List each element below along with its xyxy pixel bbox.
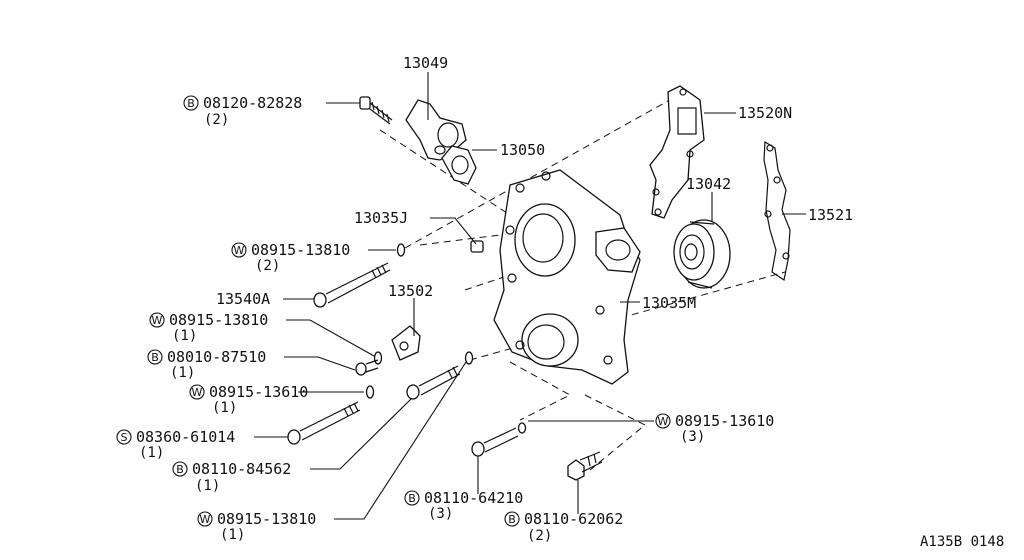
tensioner-pulley-13042 — [673, 219, 731, 289]
fastener-number: 08120-82828 — [203, 94, 302, 112]
fastener-number: 08110-62062 — [524, 510, 623, 528]
prefix-symbol: B — [151, 351, 159, 364]
prefix-symbol: B — [408, 492, 416, 505]
prefix-symbol: B — [176, 463, 184, 476]
label-13050: 13050 — [500, 141, 545, 159]
fastener-number: 08915-13610 — [209, 383, 308, 401]
timing-cover-13035M — [493, 169, 641, 385]
fastener-qty: (2) — [255, 258, 280, 274]
fastener-callout: W 08915-13810 (1) — [197, 510, 316, 543]
fastener-callout: W 08915-13810 (2) — [231, 241, 350, 274]
dowel-13035J — [470, 240, 484, 253]
fastener-callout: W 08915-13610 (3) — [655, 412, 774, 445]
fastener-callout: B 08110-62062 (2) — [504, 510, 623, 544]
label-13540A: 13540A — [216, 290, 270, 308]
stud-08360-61014 — [287, 401, 361, 445]
fastener-qty: (1) — [212, 400, 237, 416]
fastener-qty: (1) — [172, 328, 197, 344]
fastener-callout: B 08110-64210 (3) — [404, 489, 523, 522]
label-13520N: 13520N — [738, 104, 792, 122]
fastener-qty: (1) — [195, 478, 220, 494]
fastener-callout: B 08120-82828 (2) — [183, 94, 302, 128]
fastener-number: 08010-87510 — [167, 348, 266, 366]
gasket-13050 — [441, 145, 477, 185]
fastener-callout: W 08915-13610 (1) — [189, 383, 308, 416]
fastener-qty: (1) — [220, 527, 245, 543]
leader-lines — [254, 72, 806, 520]
label-13502: 13502 — [388, 282, 433, 300]
label-13042: 13042 — [686, 175, 731, 193]
bolt-08110-62062 — [567, 451, 603, 481]
bolt-08110-64210 — [471, 427, 519, 457]
fastener-callout: S 08360-61014 (1) — [116, 428, 235, 461]
fastener-qty: (3) — [428, 506, 453, 522]
fastener-qty: (2) — [527, 528, 552, 544]
fastener-callout: B 08010-87510 (1) — [147, 348, 266, 381]
fastener-number: 08915-13610 — [675, 412, 774, 430]
fastener-callout: W 08915-13810 (1) — [149, 311, 268, 344]
prefix-symbol: S — [121, 431, 128, 444]
label-13521: 13521 — [808, 206, 853, 224]
bolt-08120-82828 — [359, 96, 393, 125]
water-outlet-13049 — [405, 99, 467, 161]
fastener-qty: (1) — [139, 445, 164, 461]
diagram-reference-code: A135B 0148 — [920, 534, 1004, 550]
fastener-qty: (3) — [680, 429, 705, 445]
fastener-number: 08915-13810 — [251, 241, 350, 259]
fastener-qty: (1) — [170, 365, 195, 381]
prefix-symbol: W — [192, 386, 203, 399]
prefix-symbol: W — [658, 415, 669, 428]
label-13035M: 13035M — [642, 294, 696, 312]
fastener-number: 08110-84562 — [192, 460, 291, 478]
part-number-labels: 13049 13050 13520N 13042 13521 13035J 13… — [216, 54, 853, 312]
bolt-08110-84562 — [406, 365, 461, 400]
gasket-13520N — [649, 85, 705, 219]
bolt-08010-87510 — [355, 359, 379, 376]
label-13035J: 13035J — [354, 209, 408, 227]
fastener-qty: (2) — [204, 112, 229, 128]
prefix-symbol: B — [508, 513, 516, 526]
prefix-symbol: W — [152, 314, 163, 327]
fastener-callouts: B 08120-82828 (2) W 08915-13810 (2) W 08… — [116, 94, 774, 544]
prefix-symbol: B — [187, 97, 195, 110]
fastener-callout: B 08110-84562 (1) — [172, 460, 291, 494]
bracket-13502 — [391, 325, 421, 361]
fastener-number: 08360-61014 — [136, 428, 235, 446]
label-13049: 13049 — [403, 54, 448, 72]
fastener-number: 08915-13810 — [217, 510, 316, 528]
prefix-symbol: W — [200, 513, 211, 526]
prefix-symbol: W — [234, 244, 245, 257]
gasket-13521 — [763, 140, 791, 281]
fastener-number: 08110-64210 — [424, 489, 523, 507]
bolt-13540A — [313, 262, 391, 308]
fastener-number: 08915-13810 — [169, 311, 268, 329]
